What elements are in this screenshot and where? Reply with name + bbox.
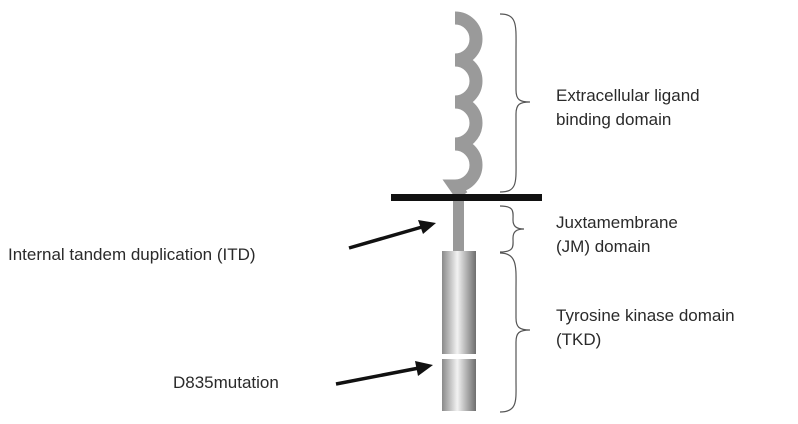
tyrosine-kinase-domain-label: Tyrosine kinase domain (TKD) <box>556 304 735 352</box>
extracellular-brace <box>499 13 531 193</box>
extracellular-ligand-loops <box>442 11 483 200</box>
juxtamembrane-label-line2: (JM) domain <box>556 237 651 256</box>
itd-mutation-label: Internal tandem duplication (ITD) <box>8 245 256 264</box>
extracellular-domain-label: Extracellular ligand binding domain <box>556 84 700 132</box>
kinase-domain-upper-lobe <box>442 251 476 354</box>
tyrosine-kinase-brace <box>499 252 531 413</box>
d835-mutation-label: D835mutation <box>173 373 279 392</box>
itd-arrow-line <box>348 225 423 250</box>
d835-arrow-head <box>415 361 433 376</box>
juxtamembrane-brace <box>499 205 525 253</box>
tyrosine-kinase-label-line2: (TKD) <box>556 330 602 349</box>
juxtamembrane-segment <box>453 201 464 251</box>
juxtamembrane-label-line1: Juxtamembrane <box>556 213 678 232</box>
extracellular-label-line1: Extracellular ligand <box>556 86 700 105</box>
extracellular-label-line2: binding domain <box>556 110 672 129</box>
juxtamembrane-domain-label: Juxtamembrane (JM) domain <box>556 211 678 259</box>
d835-arrow-line <box>335 366 420 386</box>
cell-membrane <box>391 194 542 201</box>
itd-arrow-head <box>418 220 436 234</box>
kinase-domain-lower-lobe <box>442 359 476 411</box>
tyrosine-kinase-label-line1: Tyrosine kinase domain <box>556 306 735 325</box>
